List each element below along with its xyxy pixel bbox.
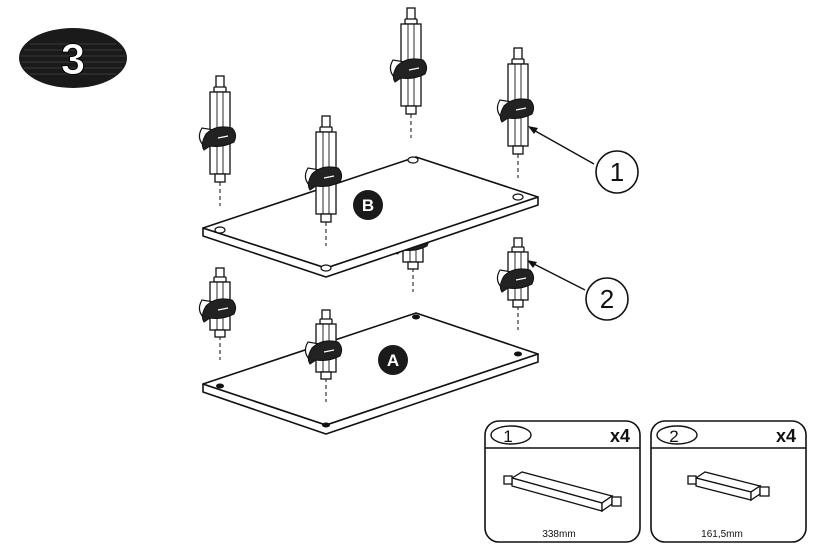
step-badge: 3 — [19, 28, 127, 88]
part-1-illustration — [503, 471, 622, 513]
long-spacer-back — [389, 7, 428, 139]
parts-box-1-length: 338mm — [542, 529, 575, 540]
long-spacer-right — [496, 47, 535, 179]
plate-b-badge: B — [353, 190, 383, 220]
parts-box-1: 1 x4 338mm — [484, 420, 641, 543]
parts-box-1-quantity: x4 — [610, 426, 630, 446]
parts-box-2: 2 x4 161,5mm — [650, 420, 807, 543]
plate-b-label: B — [362, 196, 374, 215]
part-2-illustration — [687, 471, 770, 502]
callout-2-number: 2 — [600, 284, 614, 314]
plate-a-label: A — [387, 351, 399, 370]
parts-box-2-number: 2 — [669, 427, 678, 446]
parts-box-2-quantity: x4 — [776, 426, 796, 446]
short-spacer-left — [198, 267, 237, 361]
plate-a-badge: A — [378, 345, 408, 375]
parts-box-2-length: 161,5mm — [701, 529, 743, 540]
callout-2: 2 — [527, 260, 629, 321]
callout-1: 1 — [528, 126, 639, 194]
step-number: 3 — [61, 35, 85, 84]
short-spacer-right — [496, 237, 535, 331]
plate-b: B — [202, 156, 539, 278]
callout-1-number: 1 — [610, 157, 624, 187]
long-spacer-left — [198, 75, 237, 207]
parts-box-1-number: 1 — [503, 427, 512, 446]
plate-a: A — [202, 312, 539, 435]
